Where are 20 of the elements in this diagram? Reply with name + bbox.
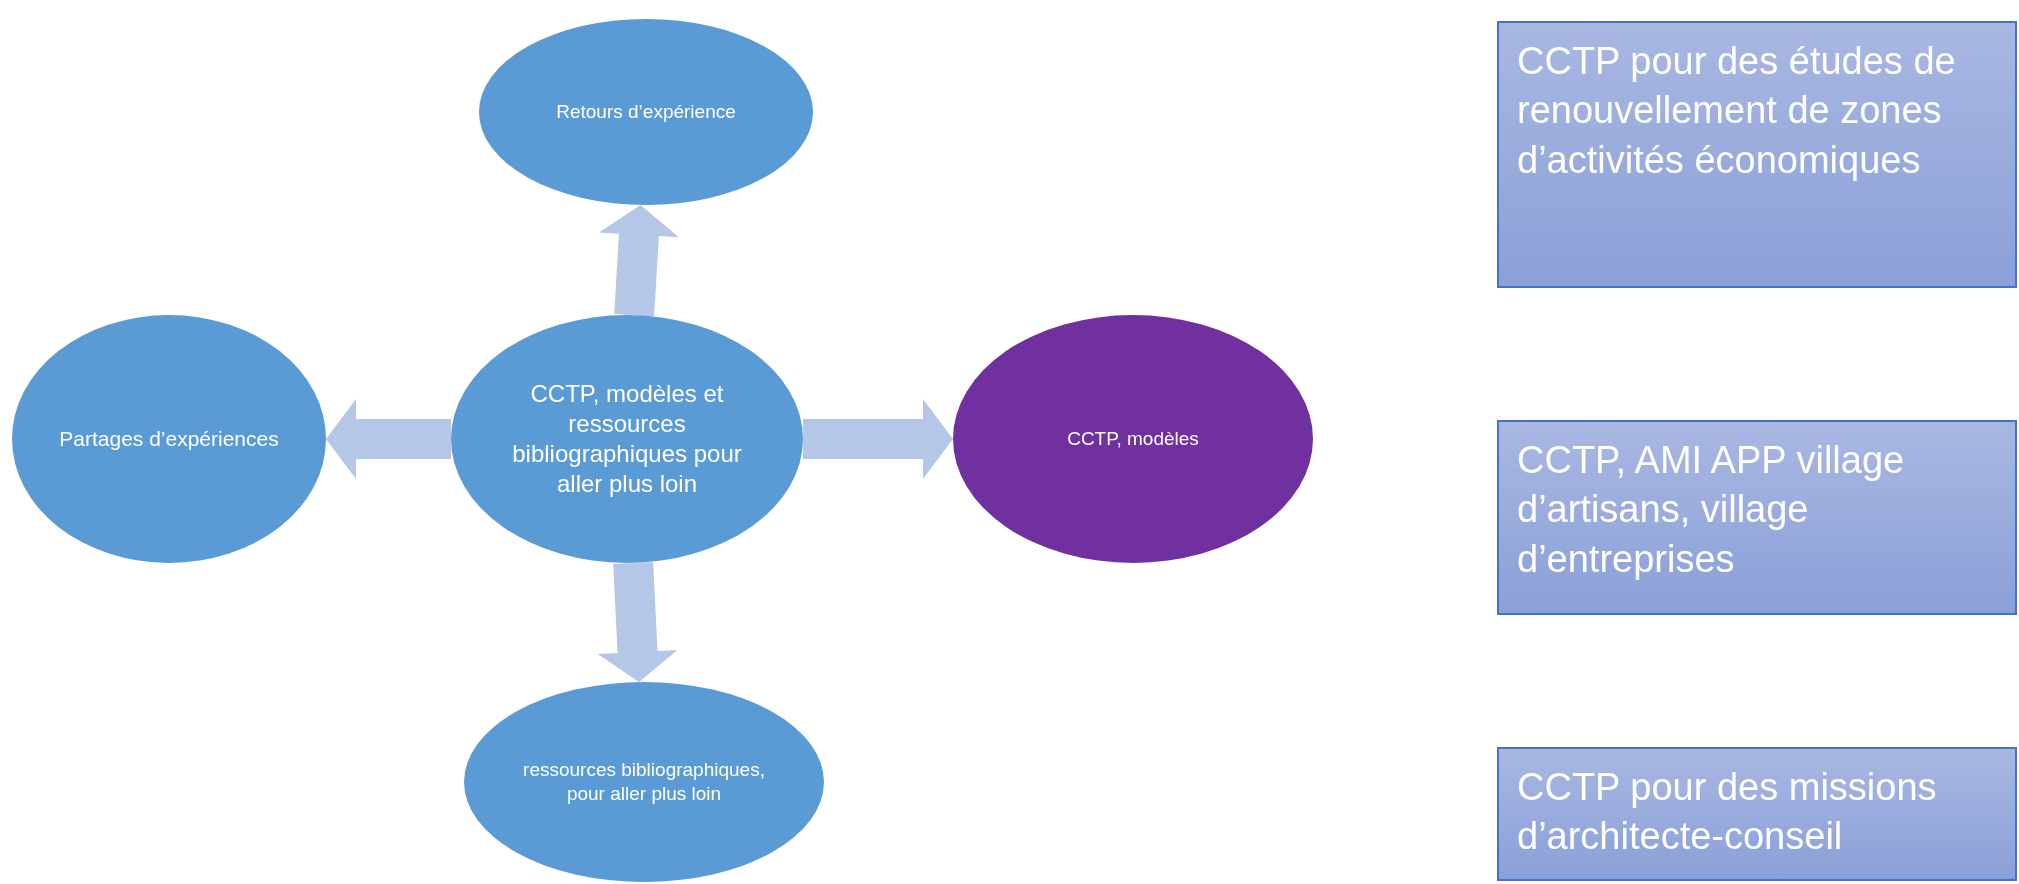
ellipse-node bbox=[12, 315, 326, 563]
node-label: CCTP, modèles et ressources bibliographiques pour aller plus loin bbox=[511, 379, 743, 499]
node-label: CCTP, modèles bbox=[1067, 427, 1199, 451]
ellipse-node bbox=[451, 315, 803, 563]
text-panel bbox=[1497, 420, 2017, 615]
ellipse-node bbox=[479, 19, 813, 205]
node-label: Retours d’expérience bbox=[556, 100, 736, 124]
text-panel bbox=[1497, 21, 2017, 288]
node-label: CCTP pour des missions d’architecte-conseil bbox=[1517, 765, 1938, 860]
node-label: CCTP pour des études de renouvellement de zones d’activités économiques bbox=[1517, 39, 1957, 183]
block-arrow bbox=[597, 561, 678, 683]
node-label: ressources bibliographiques, pour aller plus loin bbox=[522, 758, 766, 806]
text-panel bbox=[1497, 747, 2017, 881]
block-arrow bbox=[326, 399, 451, 479]
node-label: CCTP, AMI APP village d’artisans, village d’entreprises bbox=[1517, 438, 1906, 582]
block-arrow bbox=[598, 204, 679, 317]
node-label: Partages d’expériences bbox=[59, 425, 279, 452]
ellipse-node bbox=[953, 315, 1313, 563]
block-arrow bbox=[803, 399, 953, 479]
ellipse-node bbox=[464, 682, 824, 882]
